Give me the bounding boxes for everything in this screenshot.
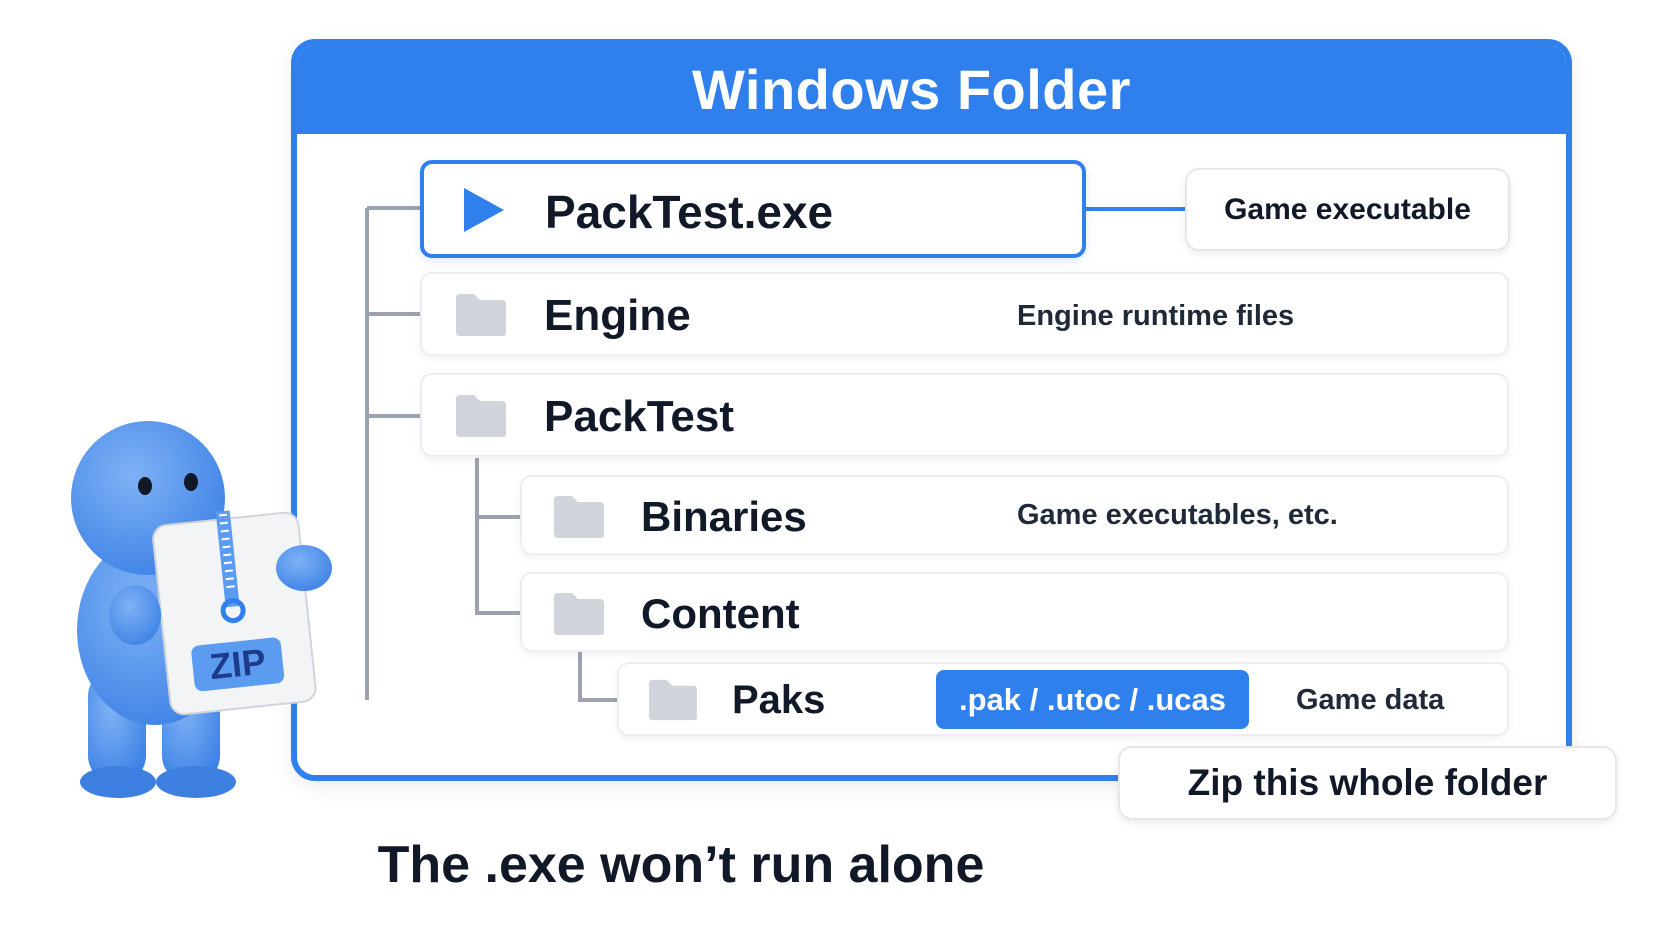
mascot-with-zip-sign: ZIP bbox=[60, 400, 340, 805]
folder-icon bbox=[554, 593, 604, 635]
row-label-exe: PackTest.exe bbox=[545, 186, 834, 238]
callout-zip-folder-text: Zip this whole folder bbox=[1187, 762, 1548, 803]
mascot-illustration: ZIP bbox=[71, 421, 332, 798]
tree-row-packtest-exe[interactable]: PackTest.exe bbox=[420, 160, 1086, 258]
callout-game-executable: Game executable bbox=[1185, 168, 1510, 251]
row-desc-binaries: Game executables, etc. bbox=[1017, 499, 1338, 531]
row-desc-engine: Engine runtime files bbox=[1017, 300, 1295, 332]
folder-icon bbox=[649, 679, 697, 721]
row-label-engine: Engine bbox=[544, 291, 691, 340]
mascot-eye bbox=[138, 477, 152, 495]
zipper-icon bbox=[215, 510, 246, 624]
mascot-eye bbox=[184, 473, 198, 491]
callout-zip-folder: Zip this whole folder bbox=[1118, 746, 1617, 820]
file-extension-badge-text: .pak / .utoc / .ucas bbox=[958, 681, 1227, 717]
zip-sign-label: ZIP bbox=[208, 641, 268, 688]
panel-title: Windows Folder bbox=[692, 58, 1131, 121]
tree-row-binaries[interactable]: Binaries Game executables, etc. bbox=[520, 475, 1509, 555]
tree-row-engine[interactable]: Engine Engine runtime files bbox=[420, 272, 1509, 356]
folder-icon bbox=[456, 294, 506, 336]
folder-icon bbox=[554, 496, 604, 538]
row-label-content: Content bbox=[641, 590, 800, 637]
tree-row-content[interactable]: Content bbox=[520, 572, 1509, 652]
row-label-binaries: Binaries bbox=[641, 493, 807, 540]
panel-header: Windows Folder bbox=[297, 45, 1566, 134]
row-label-packtest: PackTest bbox=[544, 392, 734, 441]
folder-icon bbox=[456, 395, 506, 437]
row-desc-paks: Game data bbox=[1296, 684, 1445, 716]
file-extension-badge: .pak / .utoc / .ucas bbox=[936, 670, 1249, 729]
caption: The .exe won’t run alone bbox=[377, 836, 985, 894]
callout-game-executable-text: Game executable bbox=[1224, 192, 1471, 226]
row-label-paks: Paks bbox=[732, 678, 826, 722]
play-icon bbox=[464, 188, 504, 232]
tree-row-packtest[interactable]: PackTest bbox=[420, 373, 1509, 457]
